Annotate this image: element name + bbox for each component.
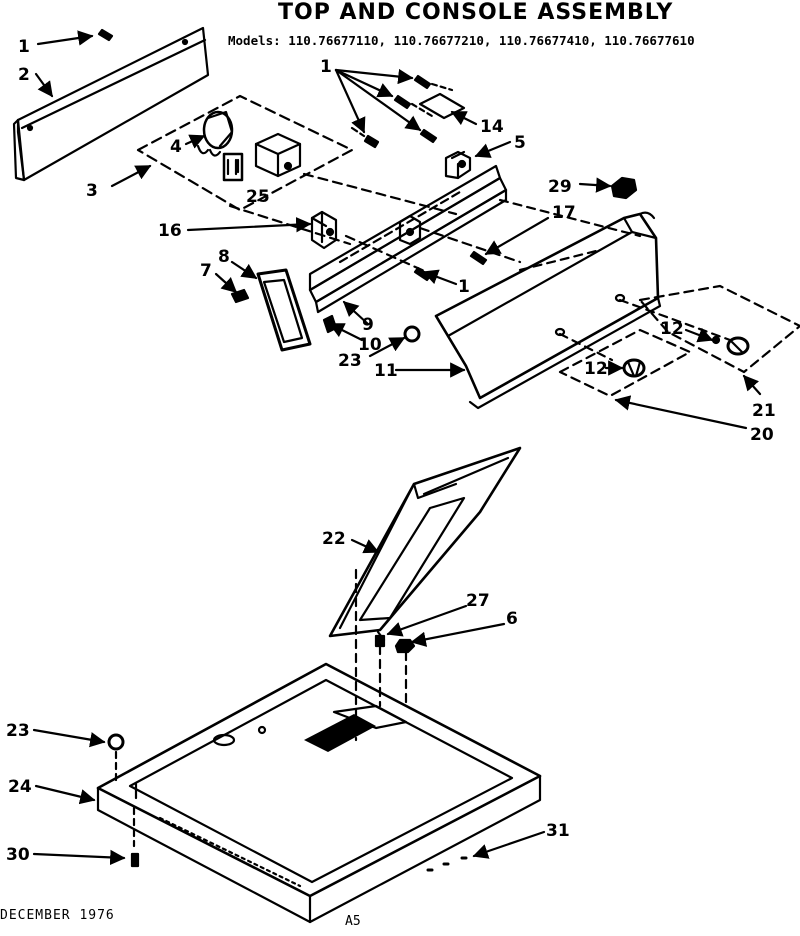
callout-14: 14 xyxy=(480,117,504,137)
bracket-part-16 xyxy=(310,210,338,250)
callout-5: 5 xyxy=(514,133,526,153)
callout-24: 24 xyxy=(8,777,32,797)
console-part xyxy=(434,211,662,410)
panel-part-8 xyxy=(256,268,312,352)
callout-3: 3 xyxy=(86,181,98,201)
top-panel-part-24 xyxy=(96,662,542,924)
callout-16: 16 xyxy=(158,221,182,241)
callout-11: 11 xyxy=(374,361,398,381)
callout-29: 29 xyxy=(548,177,572,197)
callout-22: 22 xyxy=(322,529,346,549)
timer-mount-plate xyxy=(136,94,354,212)
callout-2: 2 xyxy=(18,65,30,85)
rear-panel-part xyxy=(12,26,210,182)
callout-8: 8 xyxy=(218,247,230,267)
callout-17: 17 xyxy=(552,203,576,223)
callout-21: 21 xyxy=(752,401,776,421)
callout-labels: 1 2 3 4 25 1 14 5 29 17 16 8 7 1 9 10 23… xyxy=(6,37,776,865)
callout-7: 7 xyxy=(200,261,212,281)
bracket-part-5 xyxy=(444,150,472,180)
control-channel-part xyxy=(308,164,508,314)
diagram-title: TOP AND CONSOLE ASSEMBLY xyxy=(278,0,674,25)
callout-1: 1 xyxy=(18,37,30,57)
callout-27: 27 xyxy=(466,591,490,611)
callout-4: 4 xyxy=(170,137,182,157)
model-numbers: Models: 110.76677110, 110.76677210, 110.… xyxy=(228,33,695,48)
callout-23: 23 xyxy=(338,351,362,371)
door-part-22 xyxy=(328,446,522,642)
callout-1: 1 xyxy=(458,277,470,297)
callout-9: 9 xyxy=(362,315,374,335)
callout-30: 30 xyxy=(6,845,30,865)
screw-part xyxy=(97,28,114,42)
page-code: A5 xyxy=(345,914,361,929)
callout-6: 6 xyxy=(506,609,518,629)
callout-25: 25 xyxy=(246,187,270,207)
callout-20: 20 xyxy=(750,425,774,445)
callout-23: 23 xyxy=(6,721,30,741)
callout-12: 12 xyxy=(660,319,684,339)
callout-1: 1 xyxy=(320,57,332,77)
revision-date: DECEMBER 1976 xyxy=(0,908,115,923)
cropped-header-fragment: — — — — xyxy=(14,0,131,6)
callout-10: 10 xyxy=(358,335,382,355)
callout-31: 31 xyxy=(546,821,570,841)
callout-12: 12 xyxy=(584,359,608,379)
